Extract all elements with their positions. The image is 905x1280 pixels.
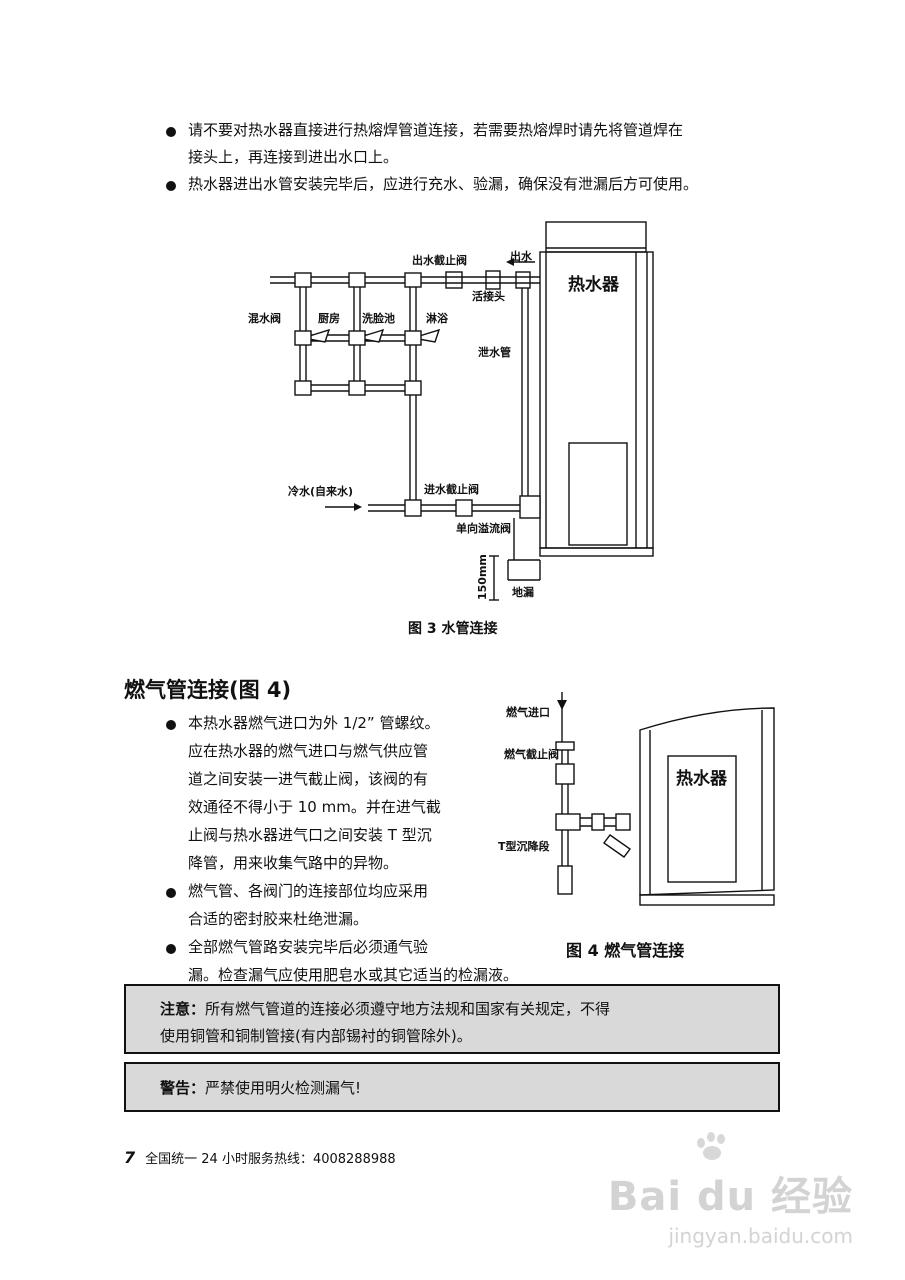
figure-3-caption: 图 3 水管连接 <box>408 621 498 637</box>
bullet-dot <box>166 720 176 730</box>
gas-bullet-1-line-4: 效通径不得小于 10 mm。并在进气截 <box>188 798 441 816</box>
warning-label: 警告： <box>160 1079 206 1097</box>
notice-label: 注意： <box>160 1000 206 1018</box>
label-cold-water: 冷水(自来水) <box>288 484 353 498</box>
page-number: 7 <box>124 1148 136 1167</box>
figure-3-water-pipe-diagram: 热水器 出水截止阀 出水 活接头 混水阀 厨房 洗脸池 淋浴 泄水管 冷水(自来… <box>248 221 654 601</box>
access-panel <box>667 755 737 883</box>
notice-line-1: 注意：所有燃气管道的连接必须遵守地方法规和国家有关规定，不得 <box>160 998 610 1019</box>
label-gas-valve: 燃气截止阀 <box>503 747 559 761</box>
inlet-valve-shape <box>455 499 473 517</box>
top-bullet-2-line-1: 热水器进出水管安装完毕后，应进行充水、验漏，确保没有泄漏后方可使用。 <box>188 175 699 193</box>
label-basin: 洗脸池 <box>362 311 395 325</box>
label-outlet: 出水 <box>510 249 533 263</box>
gas-bullet-3-line-2: 漏。检查漏气应使用肥皂水或其它适当的检漏液。 <box>188 966 519 984</box>
gas-bullet-1-line-2: 应在热水器的燃气进口与燃气供应管 <box>188 742 429 760</box>
label-height: 150mm <box>476 554 489 600</box>
label-union: 活接头 <box>472 289 505 303</box>
warning-line: 警告：严禁使用明火检测漏气! <box>160 1077 361 1098</box>
t-trap-cap <box>557 865 573 895</box>
bullet-dot <box>166 127 176 137</box>
label-kitchen: 厨房 <box>318 311 340 325</box>
gas-bullet-1-line-5: 止阀与热水器进气口之间安装 T 型沉 <box>188 826 432 844</box>
gas-bullet-1-line-3: 道之间安装一进气截止阀，该阀的有 <box>188 770 429 788</box>
gas-section-heading: 燃气管连接(图 4) <box>124 678 292 702</box>
warning-text: 严禁使用明火检测漏气! <box>205 1079 362 1097</box>
label-drain-pipe: 泄水管 <box>478 345 511 359</box>
heater-base <box>639 894 775 906</box>
figure-4-caption: 图 4 燃气管连接 <box>566 941 685 960</box>
heater-top <box>545 221 647 253</box>
top-bullet-1-line-1: 请不要对热水器直接进行热熔焊管道连接，若需要热熔焊时请先将管道焊在 <box>188 121 684 139</box>
bullet-dot <box>166 181 176 191</box>
union-shape <box>485 270 501 290</box>
tee-fitting <box>555 813 581 831</box>
label-gas-inlet: 燃气进口 <box>505 705 550 719</box>
gas-bullet-1-line-1: 本热水器燃气进口为外 1/2” 管螺纹。 <box>188 714 440 732</box>
label-outlet-valve: 出水截止阀 <box>412 253 467 267</box>
label-heater: 热水器 <box>676 768 728 789</box>
notice-line-2: 使用铜管和铜制管接(有内部锡衬的铜管除外)。 <box>160 1027 472 1045</box>
bullet-dot <box>166 888 176 898</box>
label-heater: 热水器 <box>568 274 620 295</box>
watermark-brand: Bai du 经验 <box>607 1174 853 1220</box>
outlet-valve-shape <box>445 271 463 289</box>
paw-logo-icon <box>693 1132 733 1166</box>
page-footer: 7 全国统一 24 小时服务热线：4008288988 <box>124 1148 396 1167</box>
baidu-jingyan-watermark: Bai du 经验 jingyan.baidu.com <box>607 1132 853 1248</box>
notice-box: 注意：所有燃气管道的连接必须遵守地方法规和国家有关规定，不得 使用铜管和铜制管接… <box>124 984 780 1054</box>
bullet-dot <box>166 944 176 954</box>
label-inlet-valve: 进水截止阀 <box>424 482 479 496</box>
check-valve-shape <box>519 495 541 519</box>
gas-valve-shape <box>555 763 575 785</box>
label-t-trap: T型沉降段 <box>498 839 550 853</box>
label-shower: 淋浴 <box>426 311 449 325</box>
label-floor-drain: 地漏 <box>512 585 534 599</box>
heater-outline <box>639 707 775 896</box>
label-check-valve: 单向溢流阀 <box>456 521 511 535</box>
heater-base <box>539 547 654 557</box>
warning-box: 警告：严禁使用明火检测漏气! <box>124 1062 780 1112</box>
watermark-url: jingyan.baidu.com <box>668 1224 853 1248</box>
figure-4-gas-pipe-diagram: 燃气进口 燃气截止阀 T型沉降段 热水器 <box>498 692 775 906</box>
service-hotline: 全国统一 24 小时服务热线：4008288988 <box>145 1152 396 1167</box>
top-bullet-1-line-2: 接头上，再连接到进出水口上。 <box>188 148 399 166</box>
gas-bullet-2-line-1: 燃气管、各阀门的连接部位均应采用 <box>188 882 429 900</box>
gas-bullet-1-line-6: 降管，用来收集气路中的异物。 <box>188 854 399 872</box>
label-mixer: 混水阀 <box>248 311 281 325</box>
gas-bullet-3-line-1: 全部燃气管路安装完毕后必须通气验 <box>188 938 429 956</box>
gas-bullet-2-line-2: 合适的密封胶来杜绝泄漏。 <box>188 910 369 928</box>
notice-text-1: 所有燃气管道的连接必须遵守地方法规和国家有关规定，不得 <box>205 1000 611 1018</box>
access-panel <box>568 442 628 546</box>
